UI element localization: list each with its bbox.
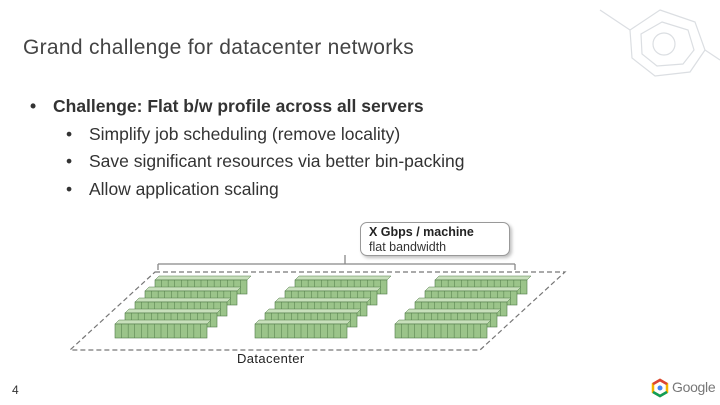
server-rack-row (254, 319, 352, 339)
bullet-item: •Challenge: Flat b/w profile across all … (30, 96, 424, 116)
bandwidth-callout: X Gbps / machine flat bandwidth (360, 222, 510, 256)
server-rack-row (114, 319, 212, 339)
bandwidth-bracket (157, 255, 516, 270)
bullet-list: •Challenge: Flat b/w profile across all … (30, 93, 464, 203)
bullet-item: •Allow application scaling (66, 178, 279, 199)
callout-line-1: X Gbps / machine (369, 225, 474, 239)
page-number: 4 (12, 383, 19, 397)
datacenter-floor (68, 271, 567, 351)
bullet-item: •Save significant resources via better b… (66, 151, 465, 171)
callout-line-2: flat bandwidth (369, 240, 447, 254)
datacenter-label: Datacenter (237, 351, 305, 366)
google-wordmark: Google (672, 379, 716, 395)
slide-title: Grand challenge for datacenter networks (23, 36, 415, 59)
bullet-item: •Simplify job scheduling (remove localit… (66, 123, 401, 144)
server-rack-row (394, 319, 492, 339)
